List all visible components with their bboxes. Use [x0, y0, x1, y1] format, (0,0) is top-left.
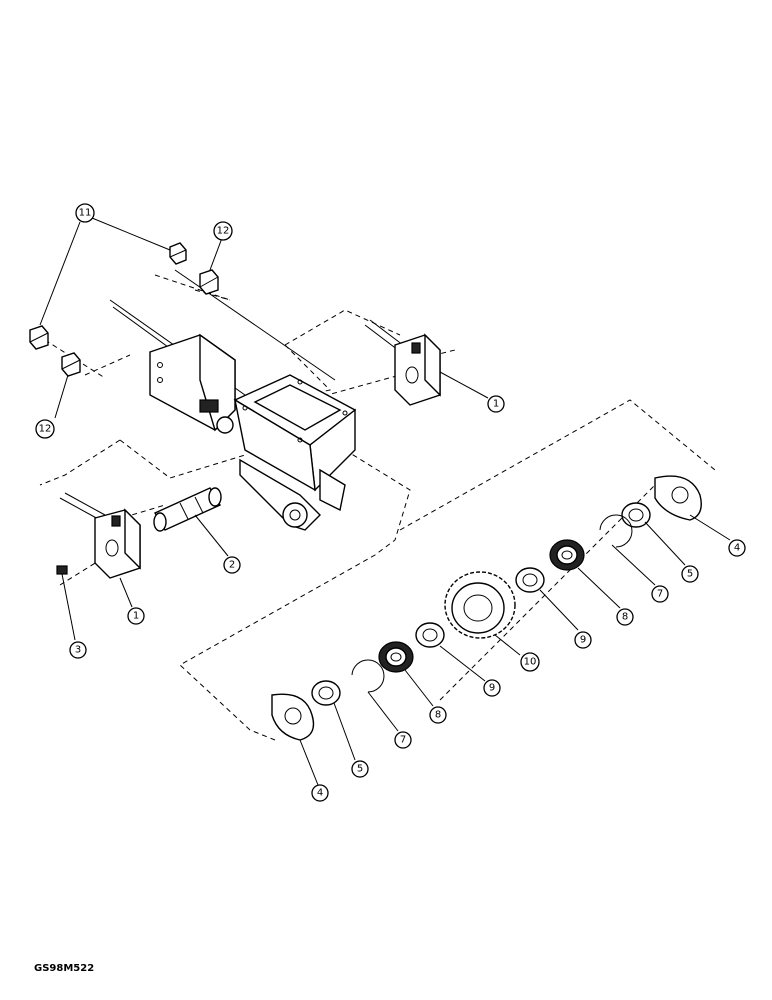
callout-1-lower: 1: [127, 607, 145, 625]
svg-text:12: 12: [217, 226, 230, 237]
svg-text:7: 7: [400, 735, 406, 746]
callout-10: 10: [520, 652, 540, 672]
nut-11-upper: [169, 242, 187, 265]
svg-text:9: 9: [489, 683, 495, 694]
svg-text:9: 9: [580, 635, 586, 646]
callout-1-upper: 1: [487, 395, 505, 413]
svg-text:1: 1: [493, 399, 499, 410]
callout-12-lower: 12: [35, 419, 55, 439]
snap-ring-7-right: [599, 514, 633, 548]
bearing-8-right: [549, 539, 585, 571]
bearing-8-left: [378, 641, 414, 673]
callout-2: 2: [223, 556, 241, 574]
flange-plate-4-left: [271, 693, 315, 741]
svg-text:12: 12: [39, 424, 52, 435]
callout-7-left: 7: [394, 731, 412, 749]
svg-text:1: 1: [133, 611, 139, 622]
leader-lines: [39, 217, 731, 786]
callout-8-right: 8: [616, 608, 634, 626]
callout-11: 11: [75, 203, 95, 223]
callout-3: 3: [69, 641, 87, 659]
callout-9-left: 9: [483, 679, 501, 697]
assembly-dashed-lines: [39, 274, 716, 741]
nut-12-upper: [199, 269, 219, 295]
callout-5-left: 5: [351, 760, 369, 778]
take-up-block-lower: [59, 492, 141, 579]
svg-text:2: 2: [229, 560, 235, 571]
shaft-2: [153, 487, 222, 532]
svg-text:4: 4: [734, 543, 740, 554]
callout-4-left: 4: [311, 784, 329, 802]
callout-9-right: 9: [574, 631, 592, 649]
sprocket-10: [444, 571, 516, 639]
figure-code: GS98M522: [34, 963, 95, 974]
svg-text:8: 8: [622, 612, 628, 623]
nut-12-lower: [61, 352, 81, 377]
callout-7-right: 7: [651, 585, 669, 603]
svg-text:4: 4: [317, 788, 323, 799]
callout-8-left: 8: [429, 706, 447, 724]
svg-text:5: 5: [357, 764, 363, 775]
callout-5-right: 5: [681, 565, 699, 583]
take-up-block-upper: [364, 319, 441, 406]
nut-11-lower: [29, 325, 49, 350]
washer-5-left: [311, 680, 341, 706]
frame-assembly: [109, 269, 357, 531]
snap-ring-7-left: [351, 659, 385, 693]
svg-text:11: 11: [79, 208, 92, 219]
callout-12-upper: 12: [213, 221, 233, 241]
callout-4-right: 4: [728, 539, 746, 557]
flange-plate-4-right: [654, 475, 702, 521]
spacer-9-left: [415, 622, 445, 648]
spacer-9-right: [515, 567, 545, 593]
svg-text:10: 10: [524, 657, 537, 668]
grease-fitting-3: [56, 565, 68, 575]
svg-text:5: 5: [687, 569, 693, 580]
svg-text:7: 7: [657, 589, 663, 600]
svg-text:8: 8: [435, 710, 441, 721]
svg-text:3: 3: [75, 645, 81, 656]
